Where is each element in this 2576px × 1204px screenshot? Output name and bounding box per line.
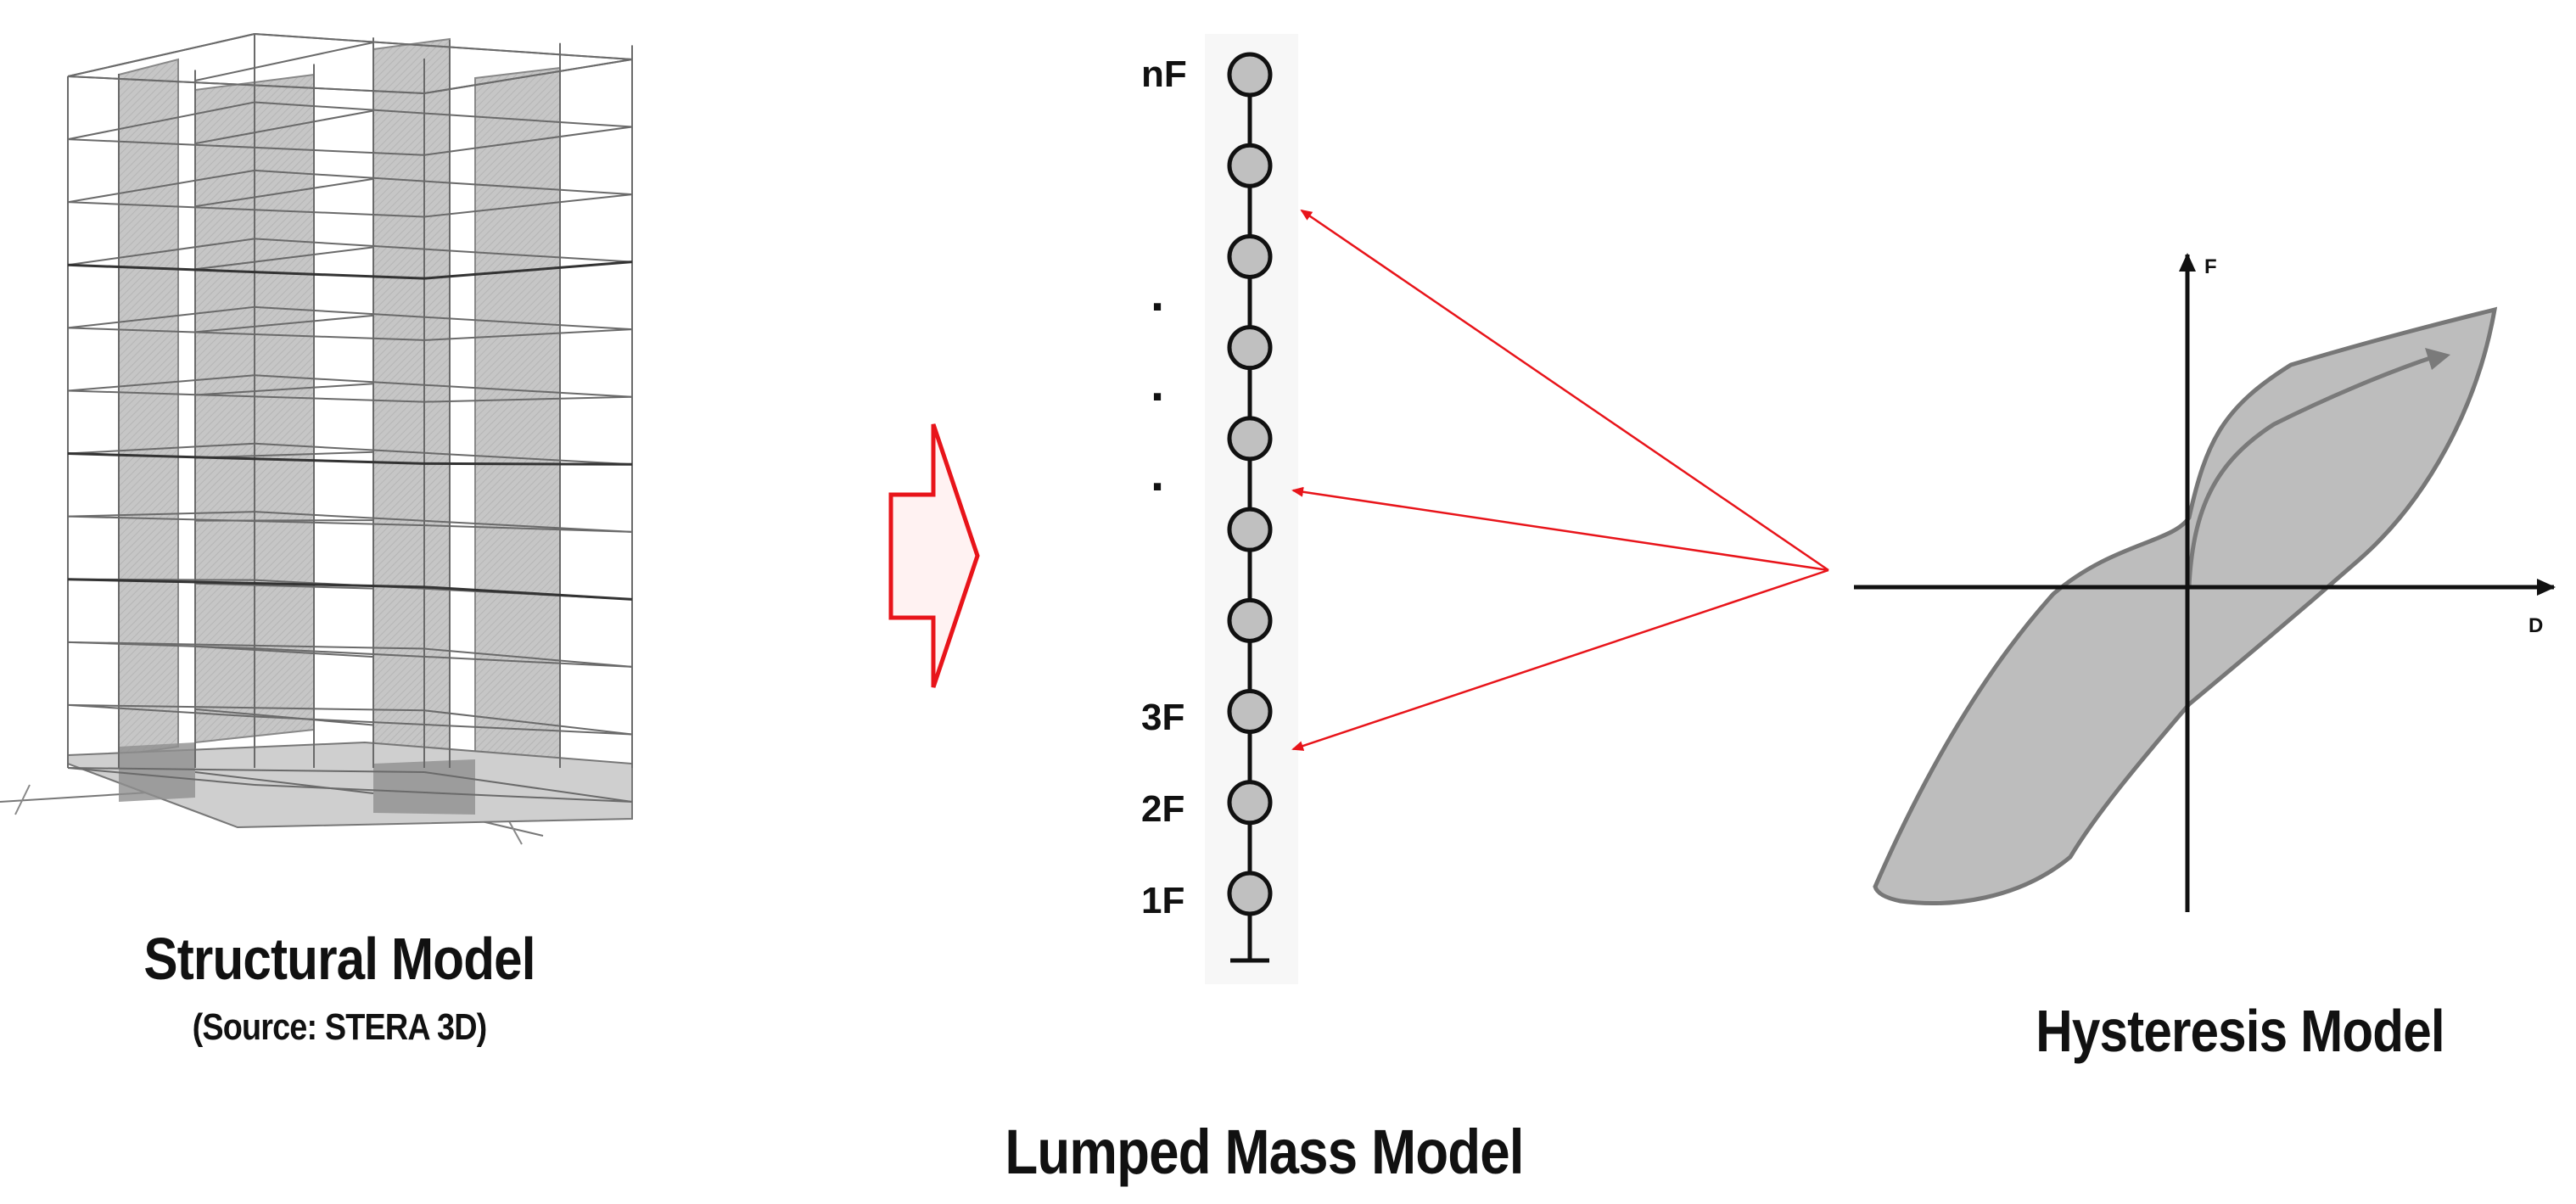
floor-beam: [194, 708, 374, 726]
floor-beam: [423, 193, 633, 218]
f-axis-label: F: [2204, 255, 2217, 278]
floor-beam: [194, 314, 374, 333]
ellipsis-dot: .: [1151, 356, 1164, 412]
floor-beam: [254, 442, 633, 466]
mass-node: [1227, 143, 1273, 188]
pointer-arrow-lower: [1291, 568, 1829, 751]
pointer-arrow-upper: [1300, 209, 1829, 572]
floor-beam: [67, 238, 255, 266]
mass-node: [1227, 507, 1273, 552]
floor-beam: [67, 767, 255, 786]
floor-beam: [67, 578, 425, 589]
core-wall-right: [372, 37, 451, 781]
floor-beam: [67, 767, 425, 773]
floor-beam: [67, 641, 425, 650]
floor-beam: [67, 169, 255, 204]
floor-beam: [194, 42, 374, 81]
loading-path: [2187, 354, 2436, 586]
floor-beam: [254, 33, 633, 60]
core-wall-right-back: [474, 66, 561, 806]
transition-arrow: [888, 423, 980, 688]
floor-beam: [423, 328, 633, 341]
core-wall-left: [118, 58, 179, 757]
floor-beam: [254, 101, 633, 128]
ellipsis-dot: .: [1151, 266, 1164, 322]
mass-node: [1227, 689, 1273, 735]
floor-beam: [423, 395, 633, 403]
mass-node: [1227, 871, 1273, 916]
floor-label-nF: nF: [1141, 53, 1187, 95]
structural-model-title: Structural Model: [143, 926, 535, 992]
floor-beam: [67, 703, 255, 718]
floor-beam: [254, 511, 633, 533]
floor-beam: [67, 305, 255, 329]
ellipsis-dot: .: [1151, 446, 1164, 501]
floor-label-3F: 3F: [1141, 697, 1184, 738]
floor-beam: [67, 76, 425, 94]
floor-beam: [67, 389, 425, 403]
pointer-arrow-middle: [1291, 486, 1829, 572]
floor-beam: [254, 647, 633, 668]
d-axis-label: D: [2528, 614, 2543, 637]
floor-beam: [423, 462, 633, 466]
floor-beam: [67, 703, 425, 712]
mass-node: [1227, 52, 1273, 98]
floor-beam: [423, 709, 633, 736]
hysteresis-loop: [1873, 306, 2498, 905]
floor-beam: [67, 374, 255, 392]
floor-beam: [423, 260, 633, 280]
floor-beam: [67, 511, 255, 518]
floor-beam: [423, 771, 633, 803]
floor-beam: [194, 109, 374, 145]
mass-node: [1227, 416, 1273, 462]
floor-beam: [423, 647, 633, 668]
floor-beam: [254, 784, 633, 803]
floor-label-2F: 2F: [1141, 788, 1184, 830]
floor-beam: [67, 201, 425, 218]
hysteresis-model-title: Hysteresis Model: [2036, 998, 2444, 1064]
structural-model-source: (Source: STERA 3D): [192, 1006, 488, 1048]
floor-beam: [194, 645, 374, 658]
floor-beam: [194, 177, 374, 208]
floor-beam: [194, 771, 374, 794]
floor-beam: [254, 374, 633, 398]
floor-beam: [67, 263, 425, 280]
floor-beam: [423, 59, 633, 94]
hysteresis-plot: D F: [1854, 253, 2556, 912]
floor-label-1F: 1F: [1141, 880, 1184, 921]
mass-node: [1227, 597, 1273, 643]
structural-model-frame: [0, 33, 633, 845]
floor-beam: [254, 238, 633, 263]
mass-node: [1227, 233, 1273, 279]
floor-beam: [67, 33, 255, 77]
floor-beam: [67, 101, 255, 141]
spring-pointer-arrows: [1291, 209, 1829, 751]
floor-beam: [423, 585, 633, 601]
mass-node: [1227, 325, 1273, 371]
lumped-mass-model: nF . . . 3F 2F 1F: [1141, 34, 1298, 984]
floor-beam: [67, 442, 255, 455]
floor-beam: [423, 126, 633, 156]
lumped-mass-model-title: Lumped Mass Model: [1005, 1117, 1524, 1187]
mass-node: [1227, 780, 1273, 826]
floor-beam: [67, 452, 425, 465]
floor-beam: [194, 383, 374, 396]
floor-beam: [254, 169, 633, 196]
floor-beam: [67, 138, 425, 156]
floor-beam: [194, 582, 374, 590]
floor-beam: [194, 246, 374, 271]
floor-beam: [67, 327, 425, 341]
floor-beam: [254, 305, 633, 331]
